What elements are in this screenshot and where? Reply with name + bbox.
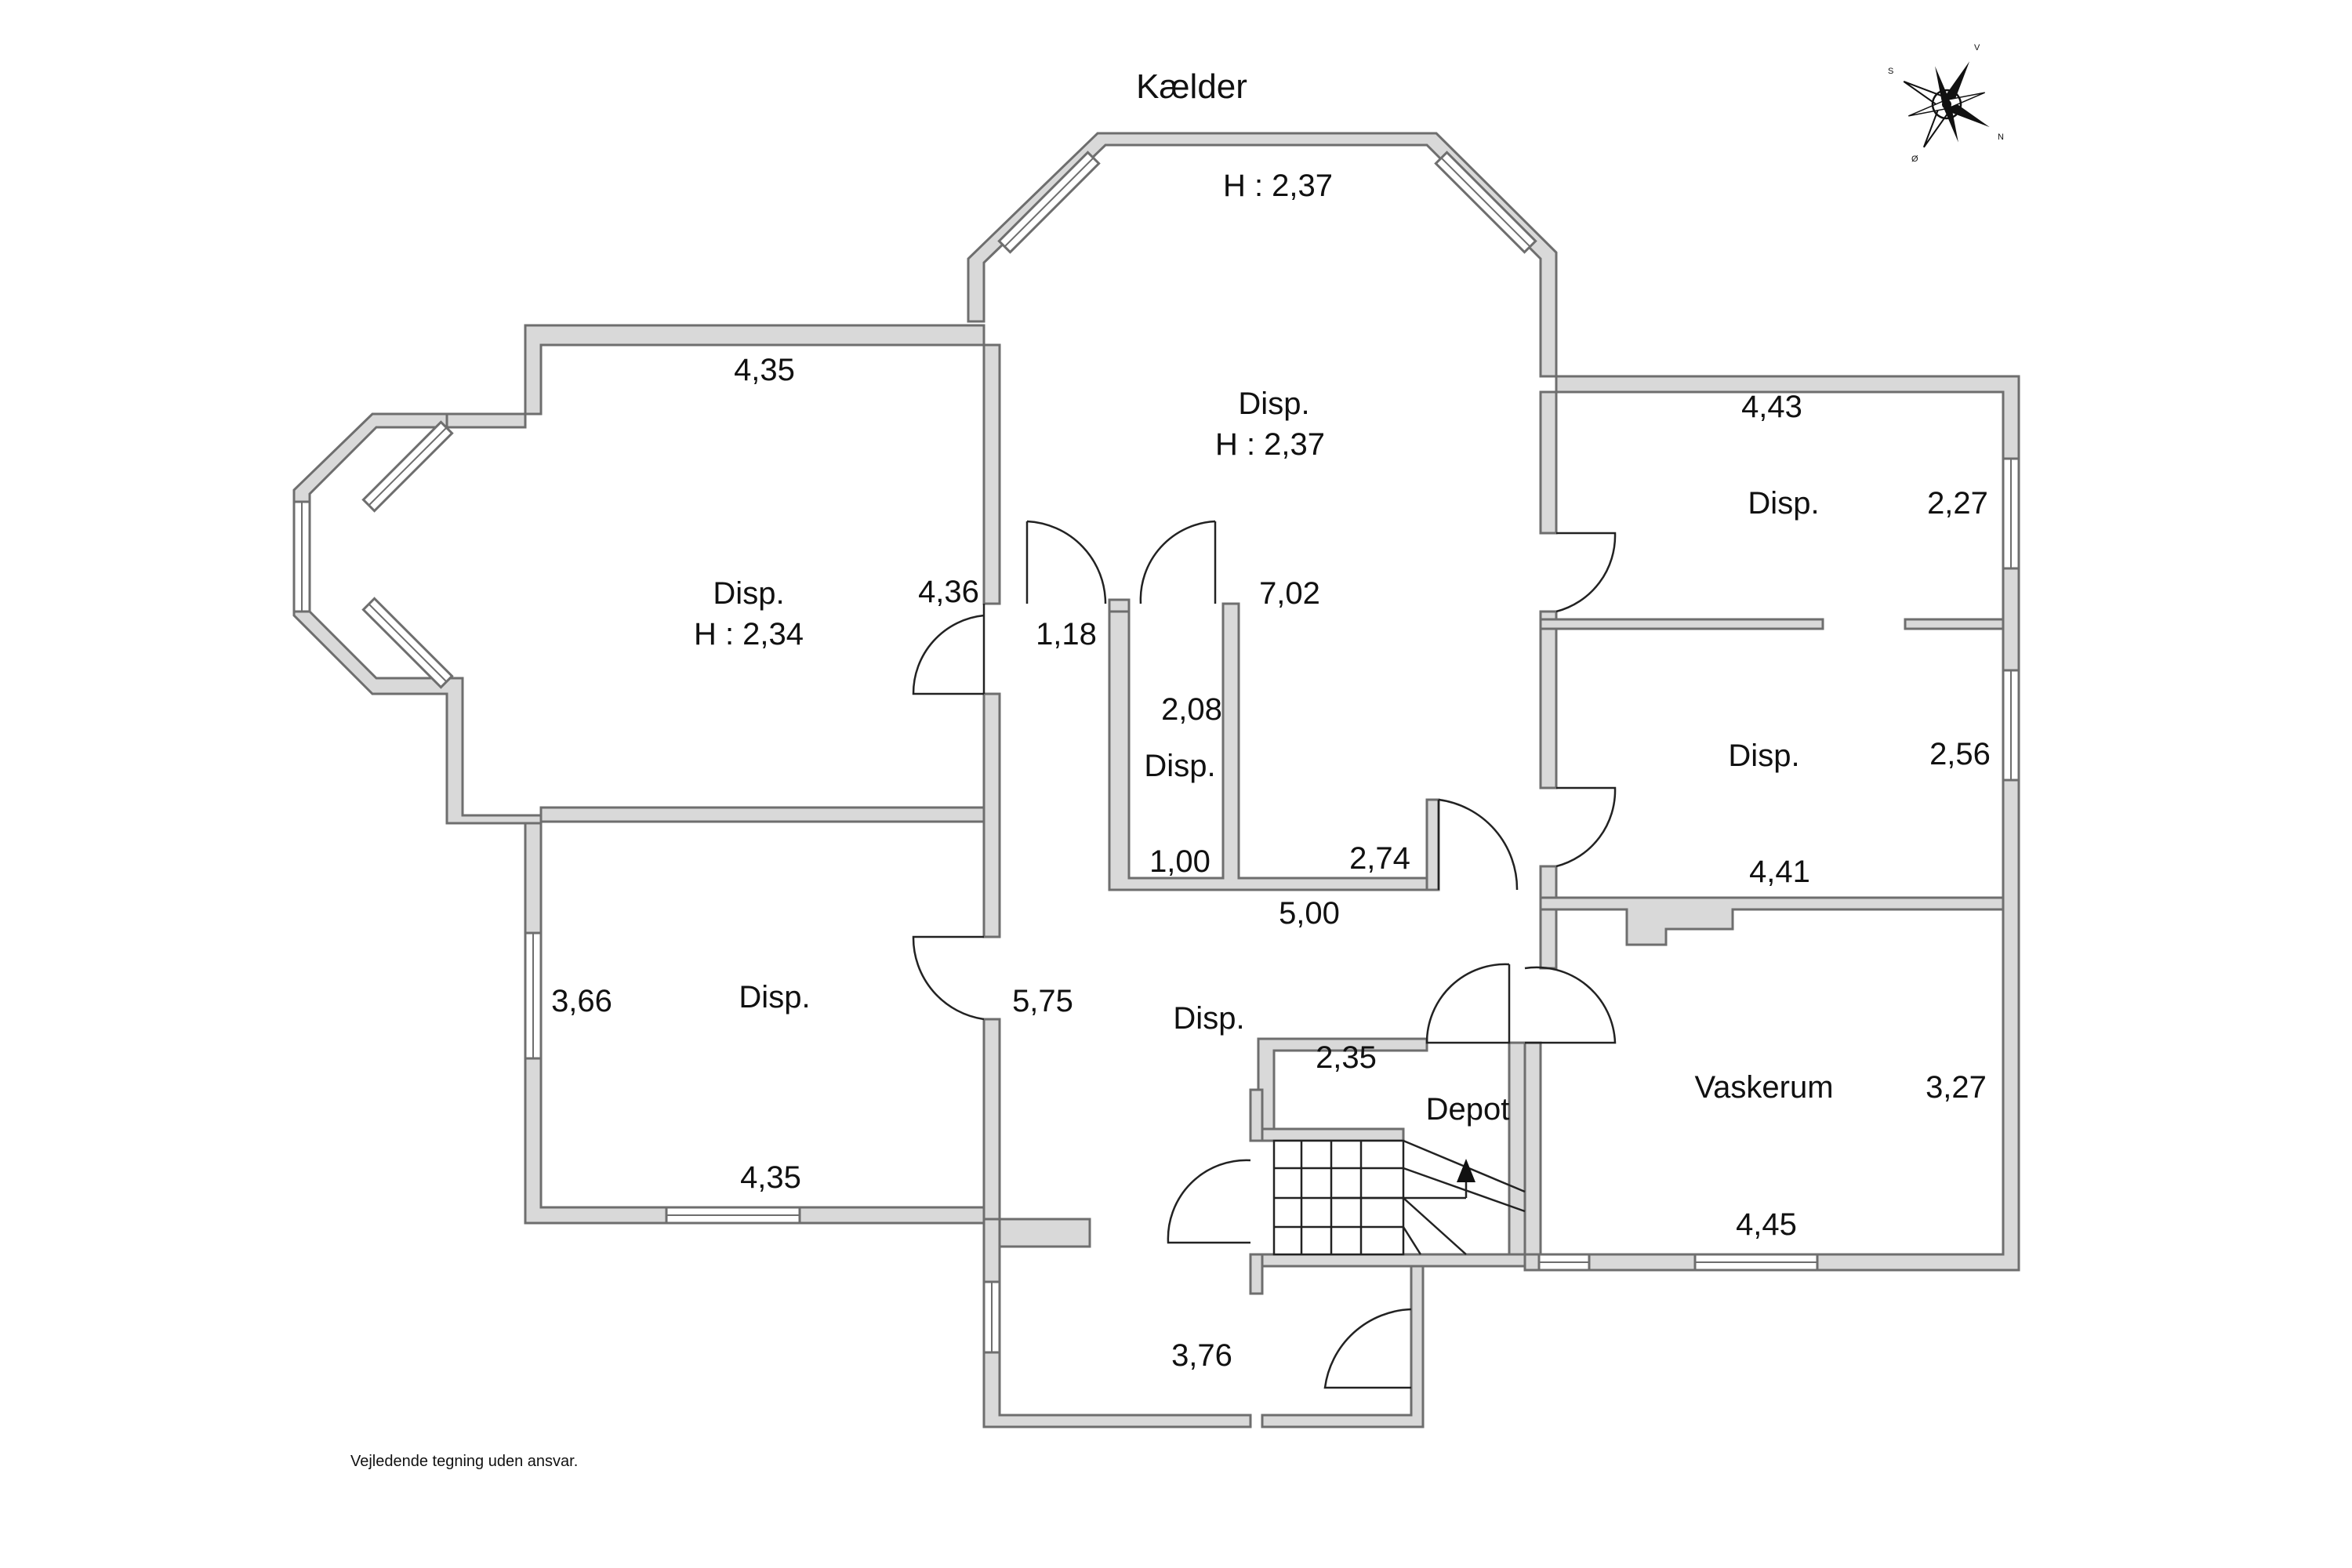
wall-ne-east-divider bbox=[1539, 618, 1824, 630]
wall-east-left-3 bbox=[1539, 865, 1558, 970]
room-closet-name: Disp. bbox=[1144, 749, 1215, 783]
room-closet-door: 1,18 bbox=[1036, 617, 1097, 652]
room-hall-dim-c: 5,75 bbox=[1012, 984, 1073, 1018]
wall-stair-top-bar bbox=[1261, 1127, 1405, 1142]
compass-label-s: S bbox=[1888, 67, 1893, 76]
room-east-name: Disp. bbox=[1728, 739, 1799, 773]
room-ne-width: 4,43 bbox=[1741, 390, 1802, 424]
window-east bbox=[2002, 669, 2020, 782]
wall-stair-bottom bbox=[1249, 1253, 1264, 1295]
wall-depot-right bbox=[1508, 1041, 1526, 1256]
stair-step bbox=[1403, 1197, 1467, 1255]
wall-hall-right bbox=[1425, 798, 1440, 891]
window-west-lower bbox=[361, 597, 454, 689]
room-ne-name: Disp. bbox=[1748, 486, 1819, 521]
room-hall-dim-b: 5,00 bbox=[1279, 896, 1340, 931]
room-laundry-name: Vaskerum bbox=[1694, 1070, 1833, 1105]
compass-label-v: V bbox=[1974, 43, 1980, 53]
stairs bbox=[1272, 1139, 1526, 1256]
room-ne-depth: 2,27 bbox=[1927, 486, 1988, 521]
stair-arrow-icon bbox=[1457, 1159, 1475, 1182]
room-west-depth: 4,36 bbox=[918, 575, 979, 609]
window-west-mid bbox=[292, 500, 311, 613]
room-east-width: 4,41 bbox=[1749, 855, 1810, 889]
room-hall-dim-d: 2,35 bbox=[1316, 1040, 1377, 1075]
compass-icon bbox=[1903, 61, 1990, 148]
door-closet-left bbox=[1025, 520, 1107, 604]
wall-west-hall-2 bbox=[982, 692, 1001, 938]
wall-east-left-4 bbox=[1523, 1041, 1542, 1256]
wall-bottom-stub bbox=[998, 1218, 1091, 1248]
window-top-right bbox=[1434, 151, 1537, 254]
door-hall bbox=[1437, 798, 1519, 891]
wall-entry-right bbox=[1261, 1265, 1425, 1428]
room-hall-name: Disp. bbox=[1173, 1001, 1244, 1036]
windows bbox=[292, 151, 2020, 1354]
room-top-name: Disp. bbox=[1238, 387, 1309, 421]
window-entry-left bbox=[982, 1280, 1001, 1354]
wall-stair-bottom-bar bbox=[1261, 1253, 1526, 1268]
window-laundry-bottom bbox=[1693, 1253, 1819, 1272]
wall-west-hall bbox=[982, 343, 1001, 605]
wall-east-left-2 bbox=[1539, 610, 1558, 789]
window-west-upper bbox=[361, 420, 454, 513]
room-entry-width: 3,76 bbox=[1171, 1338, 1232, 1373]
room-top-dim: 7,02 bbox=[1259, 576, 1320, 611]
stair-step bbox=[1403, 1167, 1526, 1213]
wall-entry bbox=[982, 1218, 1252, 1428]
room-laundry-width: 4,45 bbox=[1736, 1207, 1797, 1242]
wall-west-hall-3 bbox=[982, 1018, 1001, 1221]
room-west-name: Disp. bbox=[713, 576, 784, 611]
room-sw-name: Disp. bbox=[739, 980, 810, 1014]
room-sw-width: 4,35 bbox=[740, 1160, 801, 1195]
wall-closet bbox=[1108, 602, 1428, 891]
room-laundry-depth: 3,27 bbox=[1926, 1070, 1987, 1105]
wall-east-laundry-divider bbox=[1539, 896, 2005, 946]
wall-west-sw-divider bbox=[539, 806, 985, 823]
room-east-depth: 2,56 bbox=[1929, 737, 1991, 771]
wall-west-bay bbox=[292, 412, 543, 825]
room-west-height: H : 2,34 bbox=[694, 617, 804, 652]
compass-label-n: N bbox=[1998, 132, 2004, 142]
door-east bbox=[1555, 786, 1617, 868]
doors bbox=[912, 520, 1617, 1389]
door-laundry bbox=[1524, 966, 1617, 1044]
room-hall-dim-a: 2,74 bbox=[1349, 841, 1410, 876]
wall-east-left-1 bbox=[1539, 390, 1558, 535]
room-depot-name: Depot bbox=[1426, 1092, 1510, 1127]
room-sw-depth: 3,66 bbox=[551, 984, 612, 1018]
window-top-left bbox=[997, 151, 1101, 254]
compass-label-o: Ø bbox=[1911, 154, 1918, 164]
wall-closet-top-left bbox=[1108, 598, 1131, 613]
door-depot bbox=[1425, 963, 1511, 1044]
wall-ne-east-divider-2 bbox=[1904, 618, 2005, 630]
room-west-width: 4,35 bbox=[734, 353, 795, 387]
door-stair bbox=[1167, 1159, 1251, 1244]
window-sw-left bbox=[524, 931, 543, 1060]
wall-west-top bbox=[445, 324, 985, 429]
door-entry bbox=[1323, 1308, 1412, 1389]
window-laundry-left bbox=[1537, 1253, 1591, 1272]
window-ne bbox=[2002, 457, 2020, 570]
disclaimer: Vejledende tegning uden ansvar. bbox=[350, 1453, 578, 1470]
door-ne bbox=[1555, 532, 1617, 613]
room-top-height: H : 2,37 bbox=[1215, 427, 1325, 462]
wall-sw-outer bbox=[524, 822, 985, 1225]
floor-title: Kælder bbox=[1136, 67, 1247, 106]
window-sw-bottom bbox=[665, 1206, 801, 1225]
room-closet-depth: 2,08 bbox=[1161, 692, 1222, 727]
door-sw bbox=[912, 935, 985, 1021]
door-west bbox=[912, 604, 985, 695]
room-closet-width: 1,00 bbox=[1149, 844, 1210, 879]
walls bbox=[292, 132, 2020, 1428]
door-closet-right bbox=[1139, 520, 1217, 604]
stair-step bbox=[1402, 1226, 1422, 1255]
room-top-height-top: H : 2,37 bbox=[1223, 169, 1333, 203]
